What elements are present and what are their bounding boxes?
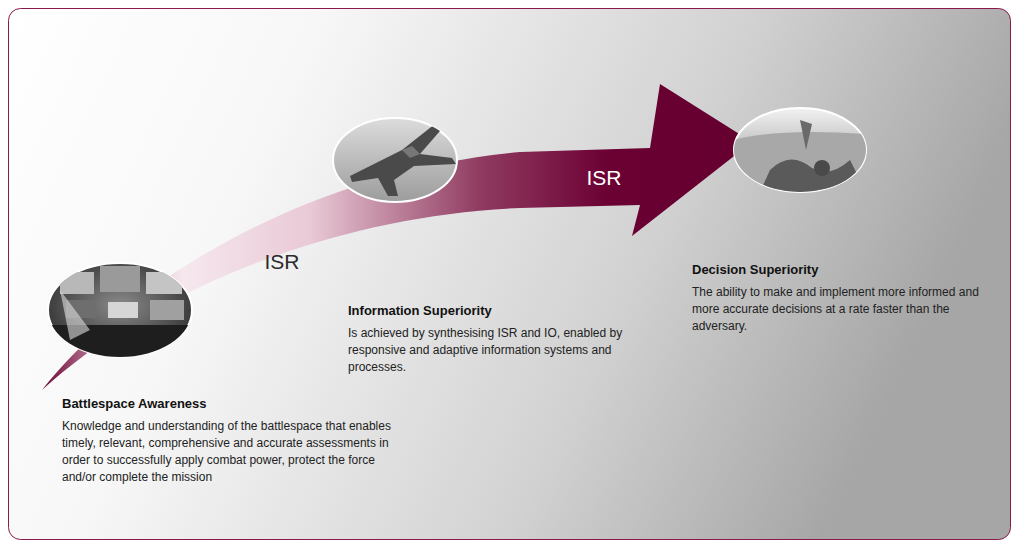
jet-photo [333,118,457,202]
stage-block: Information Superiority Is achieved by sy… [348,303,654,382]
battlefield-photo [734,108,866,192]
stage-description: Is achieved by synthesising ISR and IO, … [348,325,654,376]
process-arrow [42,84,752,390]
stage-heading: Battlespace Awareness [62,396,412,412]
stage-block: Battlespace AwarenessKnowledge and under… [62,396,412,492]
stage-block: Decision SuperiorityThe ability to make … [692,262,996,341]
command-centre-photo [48,263,192,365]
stage-description: The ability to make and implement more i… [692,284,996,335]
frame [9,9,1011,540]
stage-description: Knowledge and understanding of the battl… [62,418,412,486]
arrow-label: ISR [264,250,299,274]
arrow-label: ISR [586,166,621,190]
stage-heading: Information Superiority [348,303,654,319]
stage-heading: Decision Superiority [692,262,996,278]
